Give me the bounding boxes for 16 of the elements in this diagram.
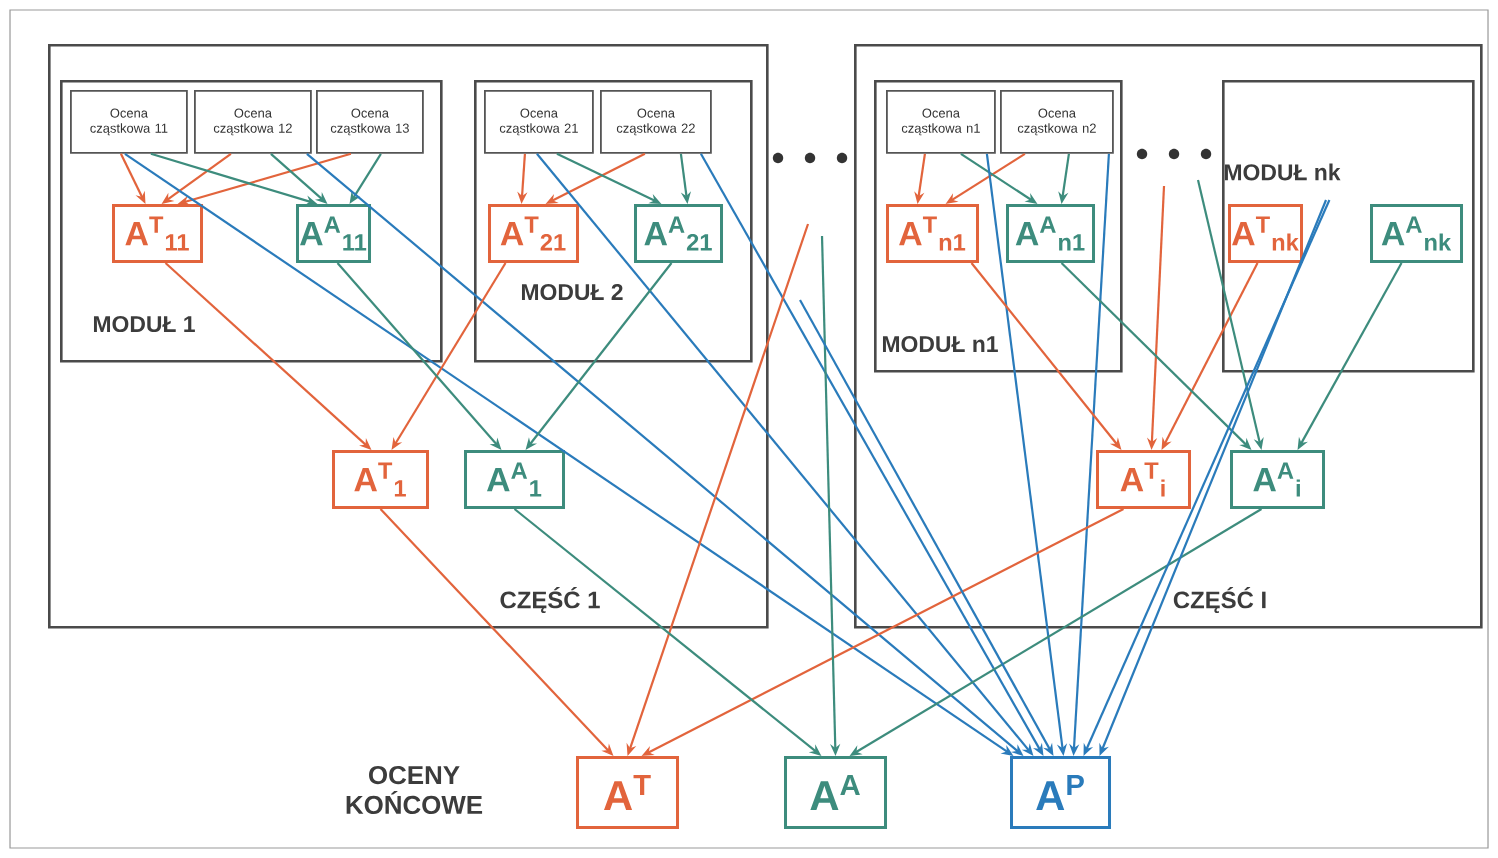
row-label: OCENY KOŃCOWE: [346, 765, 483, 815]
grade-box: A$^{A}$11: [296, 204, 371, 263]
grade-box: A$^{T}$1: [332, 450, 429, 509]
grade-box: A$^{A}$i: [1230, 450, 1325, 509]
grade-box: A$^{A}$nk: [1370, 204, 1463, 263]
final-grade-box: A$^{P}$: [1010, 756, 1111, 829]
grade-box: A$^{A}$n1: [1006, 204, 1095, 263]
grade-box: A$^{T}$11: [112, 204, 203, 263]
grade-box: A$^{A}$1: [464, 450, 565, 509]
grade-box: A$^{T}$nk: [1228, 204, 1303, 263]
grade-box: A$^{A}$21: [634, 204, 723, 263]
grade-box: A$^{T}$n1: [886, 204, 979, 263]
grade-box: A$^{T}$21: [488, 204, 579, 263]
final-grade-box: A$^{T}$: [576, 756, 679, 829]
grade-box: A$^{T}$i: [1096, 450, 1191, 509]
final-grade-box: A$^{A}$: [784, 756, 887, 829]
